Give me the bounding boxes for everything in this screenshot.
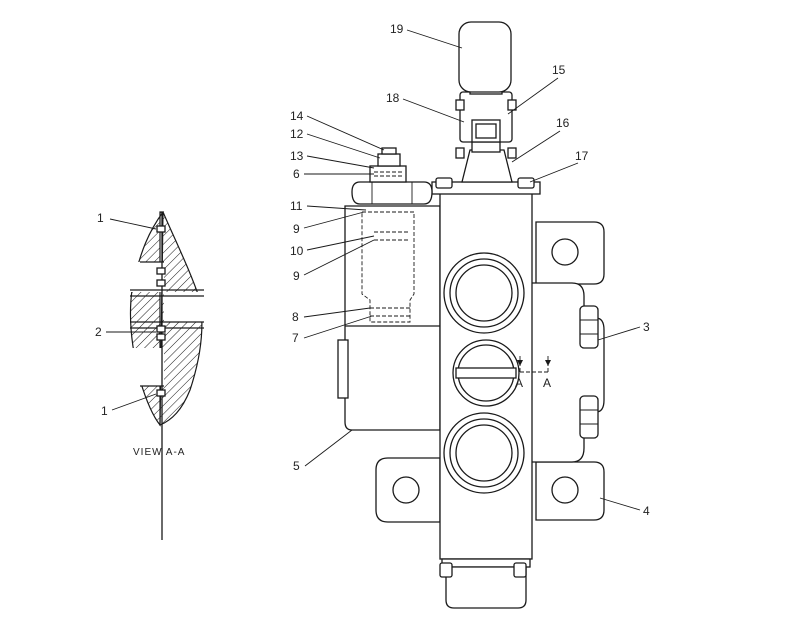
callout-16: 16 [556, 116, 570, 130]
callouts-section: 1 2 1 [95, 211, 157, 418]
callout-1-top: 1 [97, 211, 104, 225]
callout-12: 12 [290, 127, 304, 141]
callout-13: 13 [290, 149, 304, 163]
callout-9-bottom: 9 [293, 269, 300, 283]
callout-2: 2 [95, 325, 102, 339]
section-mark-left: A [515, 376, 523, 390]
callout-10: 10 [290, 244, 304, 258]
callout-3: 3 [643, 320, 650, 334]
callout-6: 6 [293, 167, 300, 181]
callout-7: 7 [292, 331, 299, 345]
callout-14: 14 [290, 109, 304, 123]
callout-19: 19 [390, 22, 404, 36]
callout-4: 4 [643, 504, 650, 518]
callout-17: 17 [575, 149, 589, 163]
callout-11: 11 [290, 199, 303, 213]
section-mark-right: A [543, 376, 551, 390]
view-label: VIEW A-A [133, 447, 185, 458]
callout-5: 5 [293, 459, 300, 473]
callout-15: 15 [552, 63, 566, 77]
callout-18: 18 [386, 91, 400, 105]
callout-8: 8 [292, 310, 299, 324]
callout-1-bottom: 1 [101, 404, 108, 418]
section-view-a-a: VIEW A-A [128, 211, 204, 540]
callout-9-top: 9 [293, 222, 300, 236]
valve-assembly: A A [337, 21, 605, 609]
callouts-main: 14 12 13 6 11 9 10 9 8 7 5 19 18 15 16 1… [290, 22, 650, 518]
